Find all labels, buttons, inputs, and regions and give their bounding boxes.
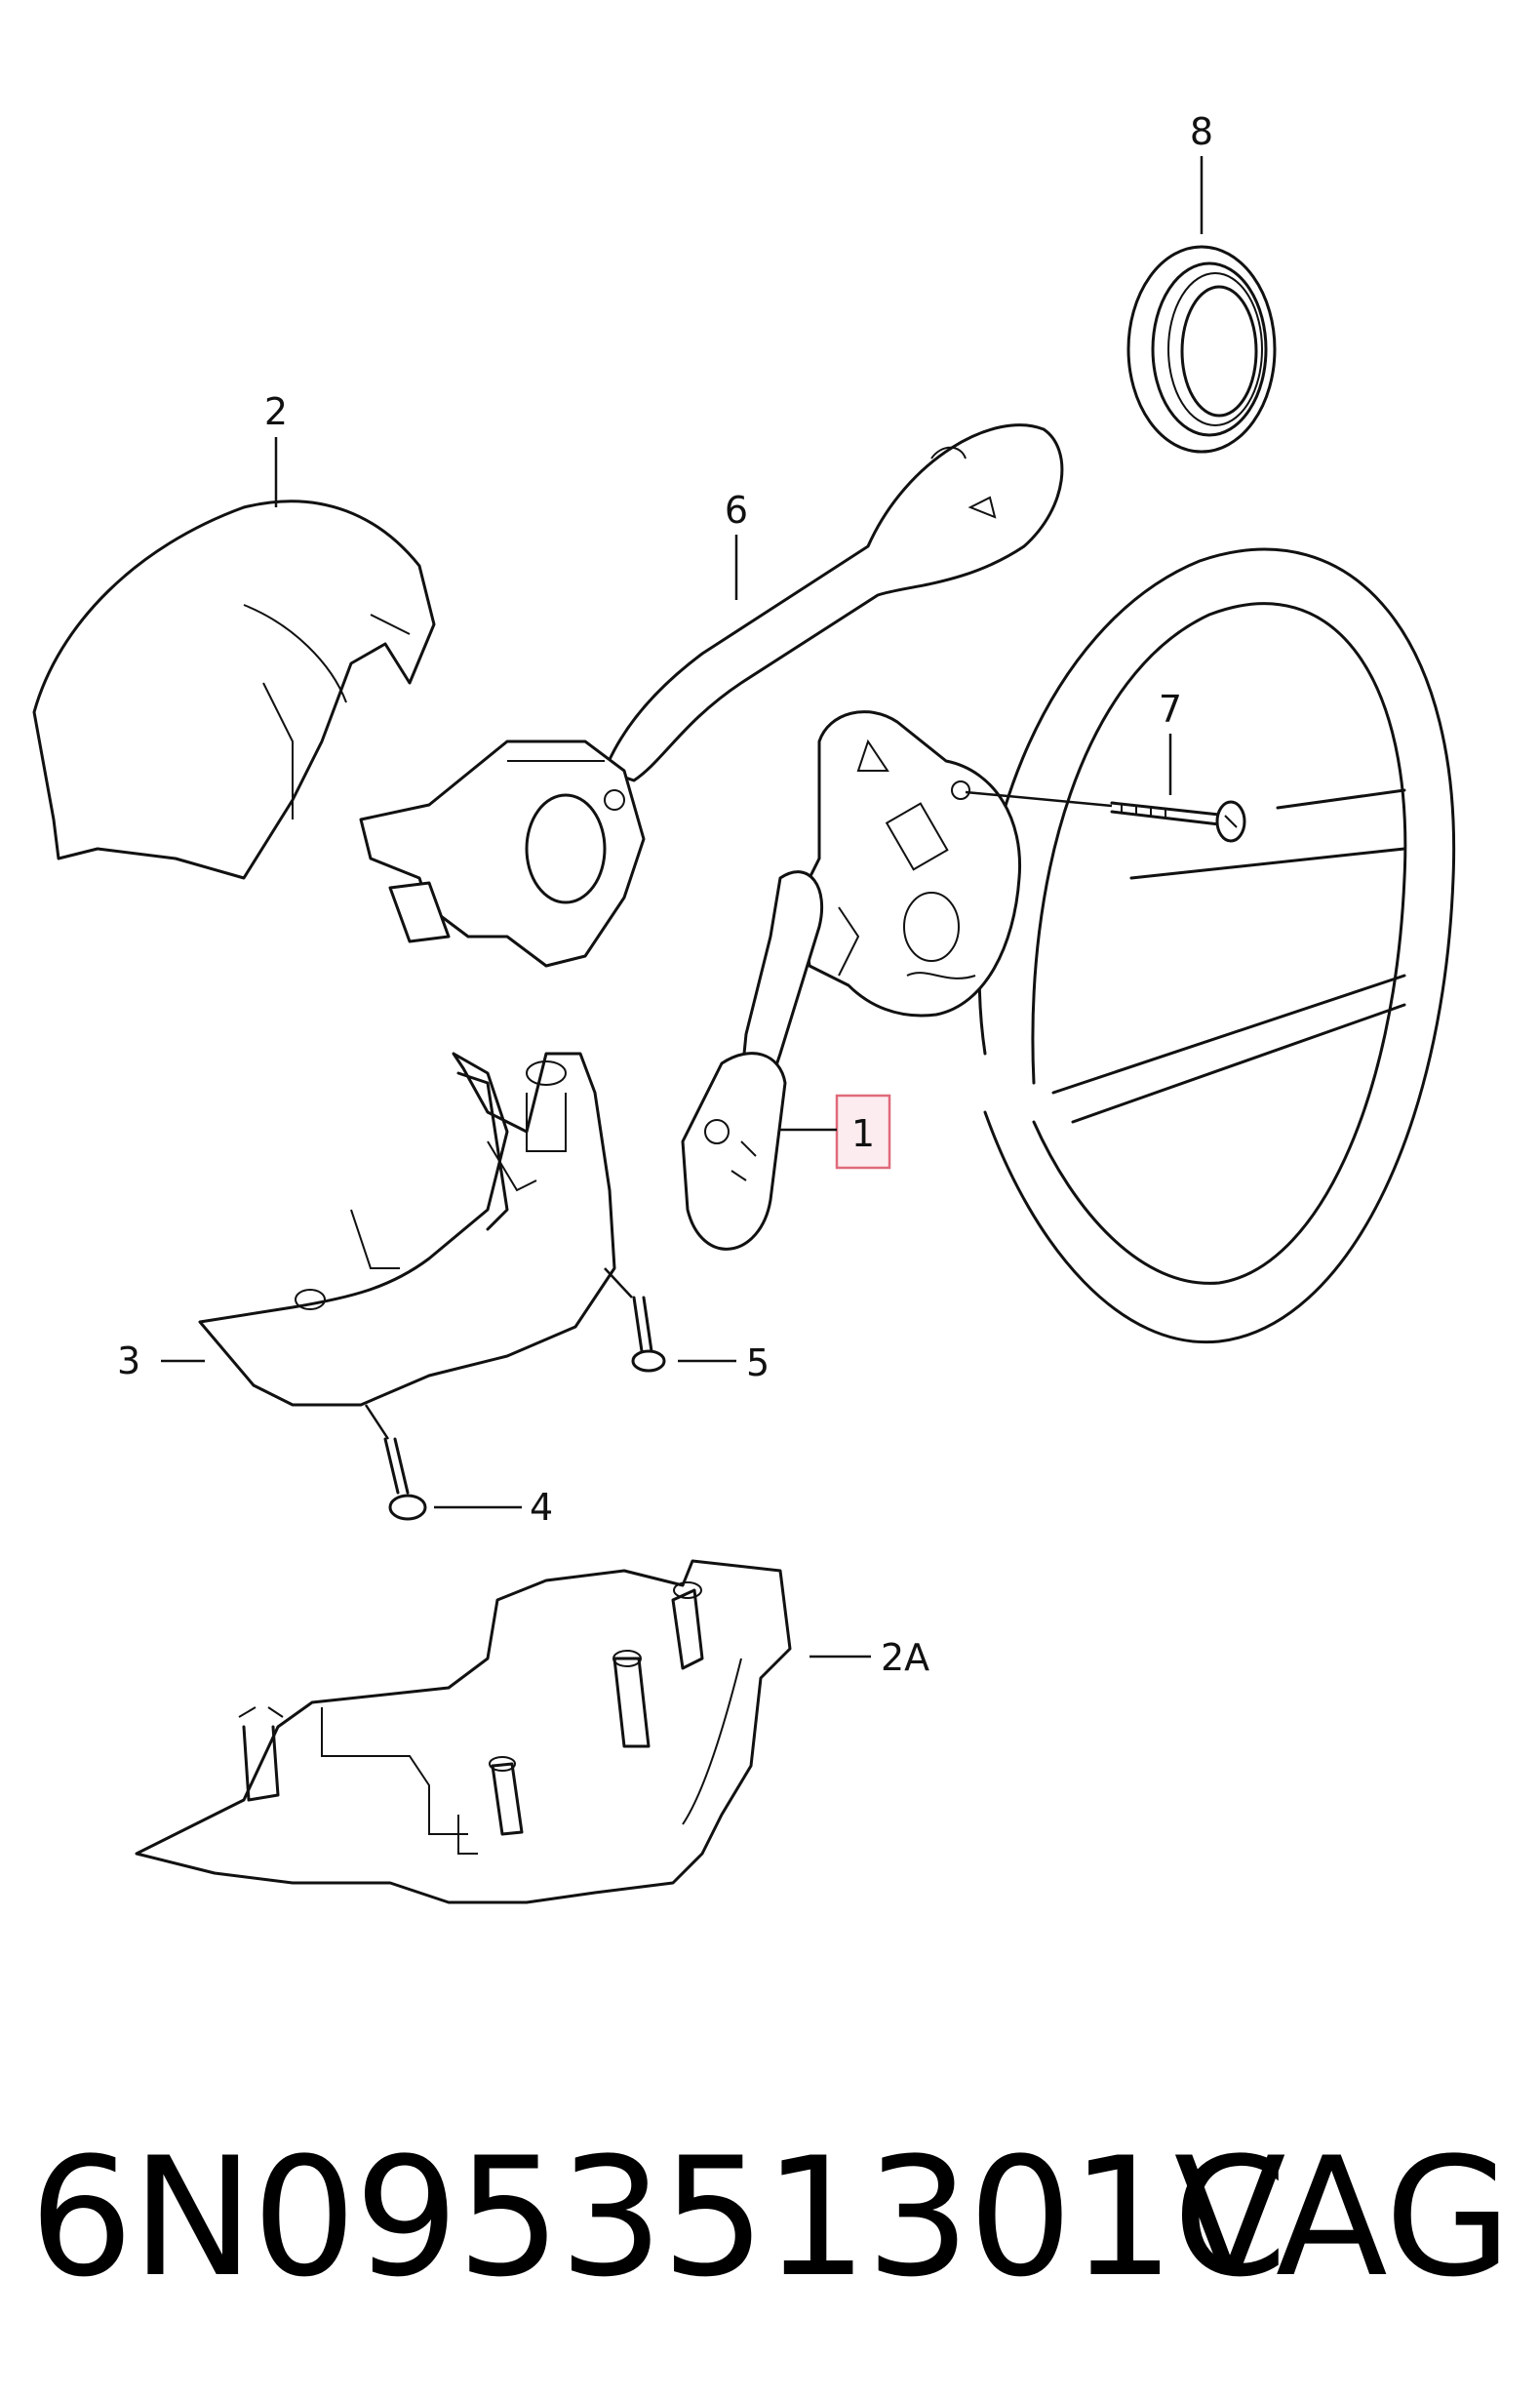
callout-3: 3 <box>117 1339 205 1382</box>
svg-text:8: 8 <box>1190 110 1213 153</box>
callout-1[interactable]: 1 <box>780 1094 891 1170</box>
brand-name: VAG <box>1173 2122 1512 2313</box>
callout-2a: 2A <box>809 1636 929 1679</box>
callout-7: 7 <box>965 688 1182 808</box>
svg-text:3: 3 <box>117 1339 140 1382</box>
part-6-stalk-switch[interactable] <box>359 423 1064 968</box>
part-2a-lower-cover[interactable] <box>135 1559 792 1904</box>
callout-8: 8 <box>1190 110 1213 234</box>
exploded-parts-diagram: 8 2 6 7 1 3 5 4 2A <box>32 110 1456 1904</box>
callout-6: 6 <box>725 489 748 600</box>
part-5-screw[interactable] <box>631 1296 666 1373</box>
footer: 6N095351301C VAG <box>29 2122 1512 2337</box>
svg-text:2A: 2A <box>881 1636 929 1679</box>
callout-5: 5 <box>604 1267 770 1384</box>
part-2-upper-cover[interactable] <box>32 500 436 880</box>
part-4-screw[interactable] <box>383 1437 427 1521</box>
steering-wheel <box>977 547 1456 1344</box>
part-3-lower-cover[interactable] <box>198 1052 616 1407</box>
svg-text:7: 7 <box>1159 688 1182 731</box>
svg-text:5: 5 <box>746 1341 770 1384</box>
svg-text:4: 4 <box>530 1486 553 1529</box>
callout-2: 2 <box>264 390 288 507</box>
svg-text:6: 6 <box>725 489 748 532</box>
part-number: 6N095351301C <box>29 2122 1287 2313</box>
svg-text:1: 1 <box>851 1112 875 1155</box>
part-8-grommet[interactable] <box>1126 245 1277 454</box>
part-7-screw[interactable] <box>1110 800 1246 843</box>
part-1-combination-switch[interactable] <box>681 710 1022 1251</box>
callout-4: 4 <box>364 1404 553 1529</box>
svg-text:2: 2 <box>264 390 288 433</box>
